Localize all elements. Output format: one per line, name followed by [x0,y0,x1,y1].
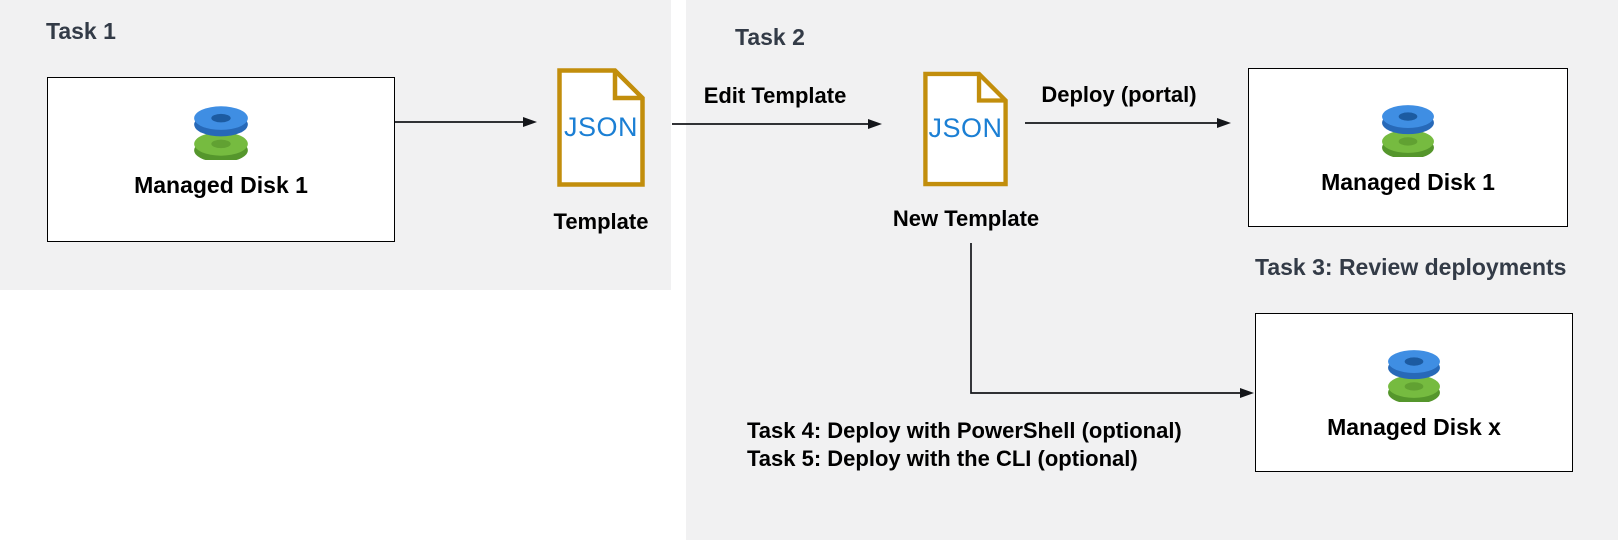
task2-heading: Task 2 [735,24,805,50]
new-template-file: JSON [923,70,1008,188]
task4-task5-notes: Task 4: Deploy with PowerShell (optional… [747,417,1182,473]
managed-disk-icon [1382,105,1434,157]
task5-note: Task 5: Deploy with the CLI (optional) [747,446,1138,471]
json-icon-text: JSON [928,112,1003,143]
managed-disk-1-label: Managed Disk 1 [1321,169,1495,195]
managed-disk-x-box: Managed Disk x [1255,313,1573,472]
task1-heading: Task 1 [46,18,116,44]
template-label: Template [553,209,649,234]
json-file-icon [923,71,1008,187]
edit-template-label: Edit Template [703,83,847,108]
managed-disk-1-label: Managed Disk 1 [134,172,308,198]
task3-heading: Task 3: Review deployments [1255,254,1567,280]
managed-disk-1-box: Managed Disk 1 [47,77,395,242]
task4-note: Task 4: Deploy with PowerShell (optional… [747,418,1182,443]
managed-disk-x-label: Managed Disk x [1327,414,1501,440]
managed-disk-icon [1388,350,1440,402]
new-template-label: New Template [892,206,1040,231]
json-file-icon [557,68,645,187]
managed-disk-icon [194,106,248,160]
managed-disk-1-deployed-box: Managed Disk 1 [1248,68,1568,227]
json-icon-text: JSON [563,111,638,142]
deploy-portal-label: Deploy (portal) [1041,82,1197,107]
template-file: JSON [557,68,645,187]
